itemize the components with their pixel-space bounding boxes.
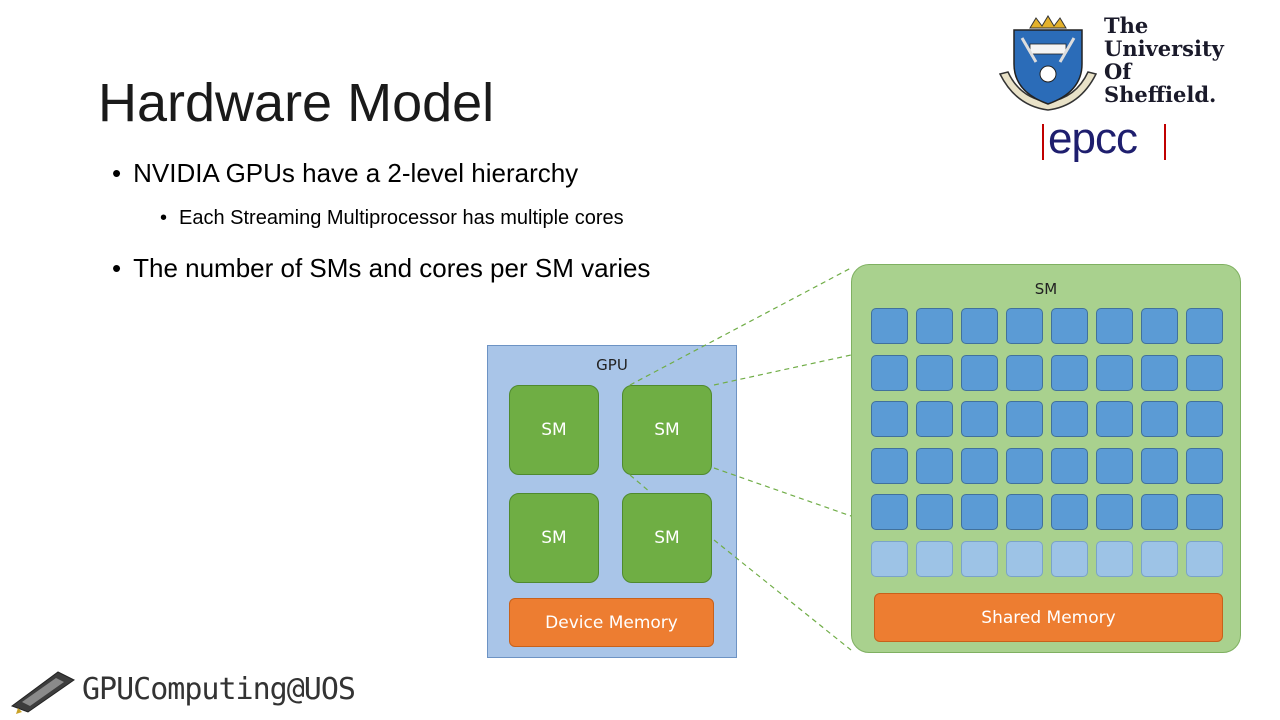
sm-core [916, 540, 953, 577]
university-line-2: University [1104, 36, 1224, 61]
sm-core [1096, 447, 1133, 484]
sm-core [961, 447, 998, 484]
bullet-dot-icon: • [112, 253, 122, 283]
sm-core [1186, 494, 1223, 530]
sm-core [1141, 401, 1178, 437]
sm-core [916, 401, 953, 437]
sm-core [1006, 494, 1043, 530]
sm-core [916, 308, 953, 344]
sm-core [1186, 308, 1223, 344]
device-memory: Device Memory [509, 598, 714, 647]
sm-core [916, 354, 953, 391]
gpu-card-icon [10, 671, 75, 714]
bullet-2: • Each Streaming Multiprocessor has multi… [160, 207, 624, 230]
gpu-sm-4: SM [622, 493, 712, 583]
sm-core [871, 447, 908, 484]
sm-core [1186, 540, 1223, 577]
sm-core [1096, 494, 1133, 530]
sm-core [1006, 308, 1043, 344]
bullet-3: • The number of SMs and cores per SM vari… [112, 253, 650, 284]
sm-core [1141, 447, 1178, 484]
university-crest-icon [998, 15, 1098, 111]
sm-core [871, 540, 908, 577]
sm-core [871, 401, 908, 437]
sm-core [871, 308, 908, 344]
sm-core [1096, 401, 1133, 437]
bullet-2-text: Each Streaming Multiprocessor has multip… [179, 207, 624, 229]
sm-core [1051, 494, 1088, 530]
gpu-sm-2: SM [622, 385, 712, 475]
gpu-sm-3: SM [509, 493, 599, 583]
brand-text: GPUComputing@UOS [82, 672, 356, 707]
sm-core [916, 447, 953, 484]
sm-core [1006, 354, 1043, 391]
sm-core [1141, 308, 1178, 344]
bullet-dot-icon: • [160, 207, 168, 229]
sm-core [961, 401, 998, 437]
sm-core [1186, 447, 1223, 484]
sm-core [1141, 540, 1178, 577]
sm-core [961, 494, 998, 530]
university-line-3: Of [1104, 59, 1132, 84]
sm-core [1051, 401, 1088, 437]
sm-core [1141, 354, 1178, 391]
bullet-3-text: The number of SMs and cores per SM varie… [133, 253, 651, 283]
gpu-sm-1: SM [509, 385, 599, 475]
university-line-4: Sheffield. [1104, 82, 1217, 107]
sm-core [916, 494, 953, 530]
sm-core [1006, 447, 1043, 484]
sm-core [1051, 308, 1088, 344]
bullet-1-text: NVIDIA GPUs have a 2-level hierarchy [133, 158, 579, 188]
sm-detail-label: SM [1034, 280, 1058, 298]
sm-core [871, 494, 908, 530]
sm-core [1051, 540, 1088, 577]
sm-core [1096, 354, 1133, 391]
epcc-logo-text: epcc [1048, 114, 1138, 163]
sm-core [961, 354, 998, 391]
sm-core [1186, 354, 1223, 391]
sm-core [1051, 354, 1088, 391]
sm-core [1006, 540, 1043, 577]
sm-core [1186, 401, 1223, 437]
bullet-dot-icon: • [112, 158, 122, 188]
slide-title: Hardware Model [98, 73, 495, 133]
gpu-label: GPU [596, 356, 628, 374]
sm-core [1006, 401, 1043, 437]
epcc-logo-icon [1042, 124, 1166, 160]
sm-core [961, 308, 998, 344]
university-line-1: The [1104, 13, 1149, 38]
sm-core [871, 354, 908, 391]
sm-core [961, 540, 998, 577]
sm-core [1096, 308, 1133, 344]
sm-core [1051, 447, 1088, 484]
university-name: The University Of Sheffield. [1104, 14, 1224, 106]
sm-core [1096, 540, 1133, 577]
sm-core [1141, 494, 1178, 530]
bullet-1: • NVIDIA GPUs have a 2-level hierarchy [112, 158, 578, 189]
shared-memory: Shared Memory [874, 593, 1223, 642]
